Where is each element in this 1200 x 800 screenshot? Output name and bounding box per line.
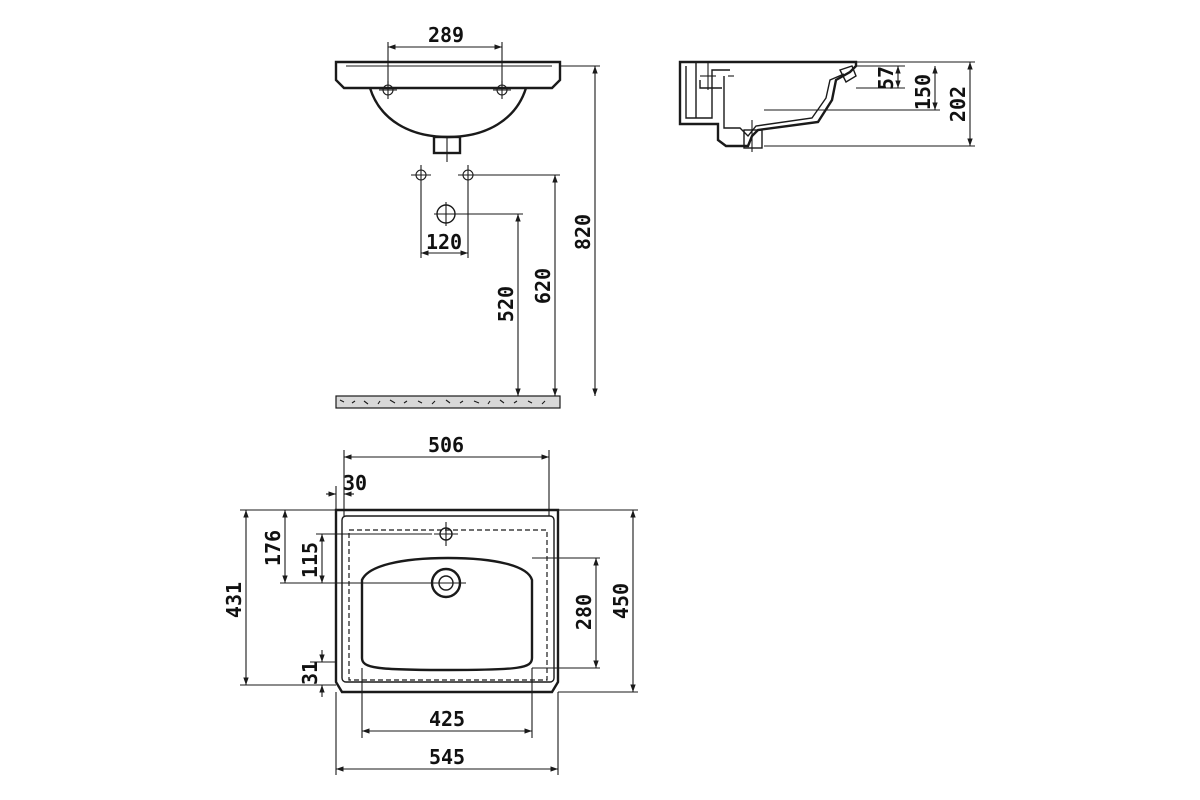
dim-57-label: 57 — [874, 66, 898, 90]
side-view: 57 150 202 — [678, 60, 975, 152]
dim-289-label: 289 — [428, 23, 464, 47]
dim-115-label: 115 — [298, 542, 322, 578]
dim-425-label: 425 — [429, 707, 465, 731]
dim-30-label: 30 — [343, 471, 367, 495]
dim-545-label: 545 — [429, 745, 465, 769]
dim-431-label: 431 — [222, 582, 246, 618]
dim-820-label: 820 — [571, 214, 595, 250]
dim-150-label: 150 — [911, 74, 935, 110]
dim-31-label: 31 — [298, 661, 322, 685]
top-tap-hole — [434, 522, 458, 546]
supply-hole-left — [411, 165, 431, 185]
waste-hole — [434, 202, 458, 226]
dim-202-label: 202 — [946, 86, 970, 122]
dim-620-label: 620 — [531, 268, 555, 304]
top-view: 506 30 431 176 115 31 280 450 425 — [222, 433, 638, 775]
dim-450-label: 450 — [609, 583, 633, 619]
dim-176-label: 176 — [261, 530, 285, 566]
front-view: 289 120 820 620 — [334, 23, 600, 409]
dim-280-label: 280 — [572, 594, 596, 630]
dim-506-label: 506 — [428, 433, 464, 457]
dim-120-label: 120 — [426, 230, 462, 254]
supply-hole-right — [458, 165, 478, 185]
dim-520-label: 520 — [494, 286, 518, 322]
